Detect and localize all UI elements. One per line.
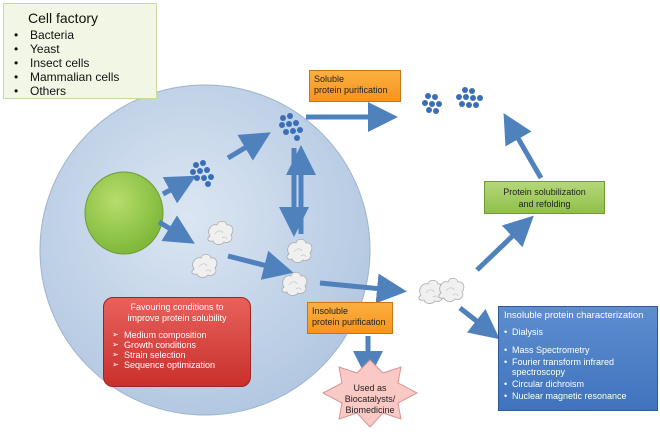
list-item: Circular dichroism [504,379,652,389]
cell-nucleus [84,171,164,255]
characterization-list: Dialysis Mass Spectrometry Fourier trans… [504,327,652,401]
list-item: Sequence optimization [112,360,244,370]
favouring-title-line1: Favouring conditions to [130,302,224,312]
solubilization-line1: Protein solubilization [503,187,586,197]
list-item: Insect cells [14,56,152,70]
protein-cluster-3 [422,93,442,114]
used-as-line3: Biomedicine [345,405,395,415]
characterization-box: Insoluble protein characterization Dialy… [498,306,658,411]
list-item: Dialysis [504,327,652,337]
list-item: Bacteria [14,28,152,42]
list-item: Mass Spectrometry [504,345,652,355]
list-item: Fourier transform infrared spectroscopy [504,357,652,377]
list-item: Yeast [14,42,152,56]
list-item: Others [14,84,152,98]
characterization-title: Insoluble protein characterization [504,310,644,321]
usage-star-label: Used as Biocatalysts/ Biomedicine [322,383,418,416]
cell-factory-title: Cell factory [28,10,99,26]
favouring-title: Favouring conditions to improve protein … [110,302,244,324]
protein-cluster-1 [190,160,214,187]
aggregate-6 [438,277,465,302]
solubilization-box: Protein solubilization and refolding [484,181,605,214]
usage-star [321,359,419,428]
protein-cluster-2 [279,113,303,141]
insoluble-line1: Insoluble [312,306,349,316]
soluble-line2: protein purification [314,85,388,95]
solubilization-line2: and refolding [518,199,571,209]
favouring-list: Medium composition Growth conditions Str… [110,330,244,370]
soluble-purification-box: Soluble protein purification [309,70,401,102]
list-item: Nuclear magnetic resonance [504,391,652,401]
protein-cluster-4 [456,87,483,108]
used-as-line2: Biocatalysts/ [344,394,396,404]
list-item: Mammalian cells [14,70,152,84]
cell-factory-list: Bacteria Yeast Insect cells Mammalian ce… [10,28,152,98]
list-item: Growth conditions [112,340,244,350]
insoluble-purification-box: Insoluble protein purification [307,302,393,334]
soluble-line1: Soluble [314,74,345,84]
cell-factory-box: Cell factory Bacteria Yeast Insect cells… [3,3,157,99]
flow-arrows [157,102,544,381]
list-item: Strain selection [112,350,244,360]
used-as-line1: Used as [353,383,387,393]
list-item: Medium composition [112,330,244,340]
favouring-title-line2: improve protein solubility [127,313,227,323]
insoluble-line2: protein purification [312,317,386,327]
favouring-conditions-box: Favouring conditions to improve protein … [103,297,251,387]
